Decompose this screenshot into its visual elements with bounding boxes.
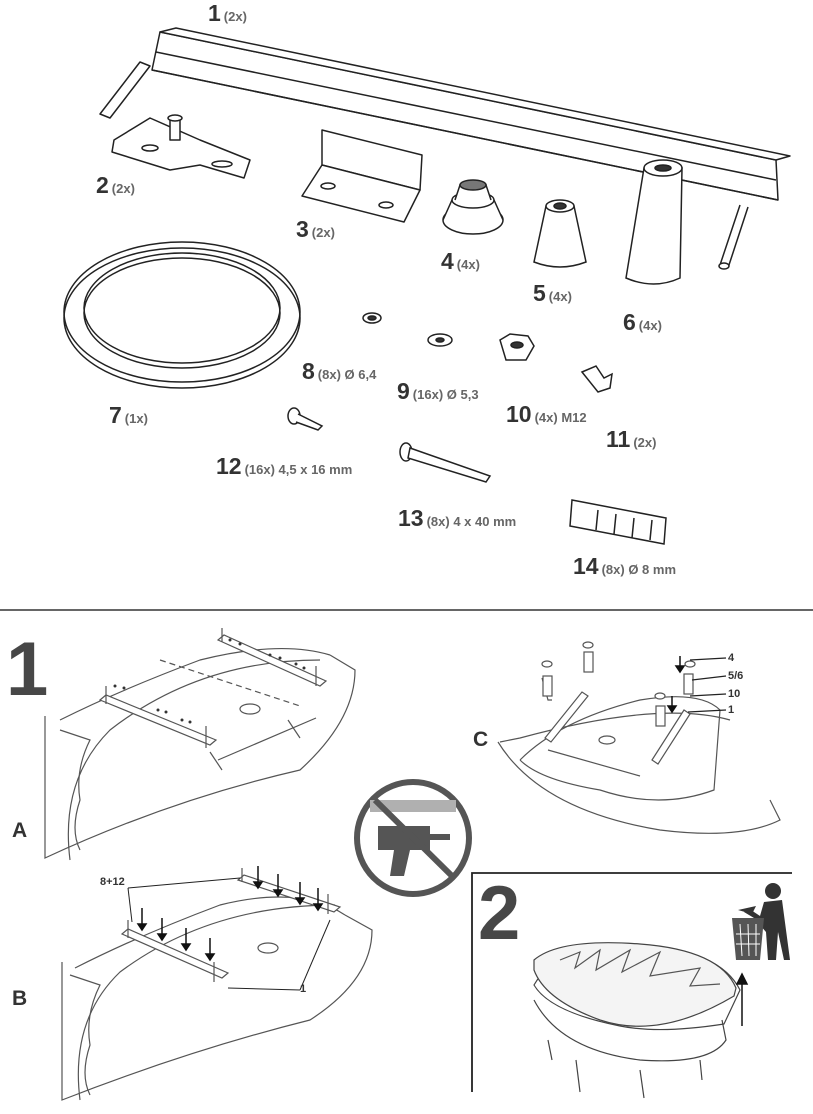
part-label-7: 7(1x) — [109, 402, 148, 428]
part-1-rail — [99, 27, 791, 270]
step-1-number: 1 — [6, 627, 48, 712]
callout-b-screws: 8+12 — [100, 876, 125, 888]
part-2-bracket — [111, 114, 251, 179]
diagram-1a — [44, 628, 356, 861]
callout-c-nut: 10 — [728, 688, 741, 700]
diagram-1b-arrows — [136, 866, 324, 962]
part-8-washer — [362, 312, 382, 324]
part-label-14: 14(8x) Ø 8 mm — [573, 553, 677, 579]
part-label-1: 1(2x) — [208, 0, 247, 26]
part-7-ring — [63, 241, 301, 389]
diagram-1b-leaders — [127, 877, 331, 991]
part-label-13: 13(8x) 4 x 40 mm — [398, 505, 517, 531]
up-arrow — [735, 972, 749, 1026]
diagram-2 — [533, 942, 741, 1099]
part-label-5: 5(4x) — [533, 280, 572, 306]
part-label-9: 9(16x) Ø 5,3 — [397, 378, 479, 404]
part-label-12: 12(16x) 4,5 x 16 mm — [216, 453, 353, 479]
part-label-8: 8(8x) Ø 6,4 — [302, 358, 377, 384]
no-drill-icon — [354, 779, 472, 897]
part-6-leg — [625, 159, 683, 285]
callout-c-rail: 1 — [728, 704, 735, 716]
part-label-6: 6(4x) — [623, 309, 662, 335]
substep-a-label: A — [12, 819, 28, 842]
substep-b-label: B — [12, 987, 28, 1010]
part-11-wing-nut — [580, 365, 613, 393]
part-4-foot-cup — [442, 179, 504, 235]
trash-bin-icon — [732, 883, 790, 960]
step-2-panel — [471, 872, 792, 1092]
part-5-cone — [533, 199, 587, 268]
part-label-11: 11(2x) — [606, 426, 657, 452]
part-label-4: 4(4x) — [441, 248, 480, 274]
callout-c-leg: 5/6 — [728, 670, 744, 682]
part-9-washer — [427, 333, 453, 347]
diagram-1b — [61, 868, 373, 1101]
substep-c-label: C — [473, 728, 489, 751]
part-label-2: 2(2x) — [96, 172, 135, 198]
step-2-number: 2 — [478, 871, 520, 956]
part-label-10: 10(4x) M12 — [506, 401, 587, 427]
diagram-1c-arrows — [666, 656, 686, 714]
part-13-screw — [399, 442, 492, 483]
diagram-1c — [497, 641, 781, 834]
part-10-nut — [499, 333, 535, 361]
callout-c-foot: 4 — [728, 652, 735, 664]
part-14-wall-plug — [569, 499, 667, 545]
diagram-1a-screws — [113, 638, 306, 724]
part-label-3: 3(2x) — [296, 216, 335, 242]
callout-b-rail: 1 — [300, 983, 307, 995]
part-12-screw — [287, 407, 324, 431]
part-3-angle-plate — [301, 129, 423, 223]
